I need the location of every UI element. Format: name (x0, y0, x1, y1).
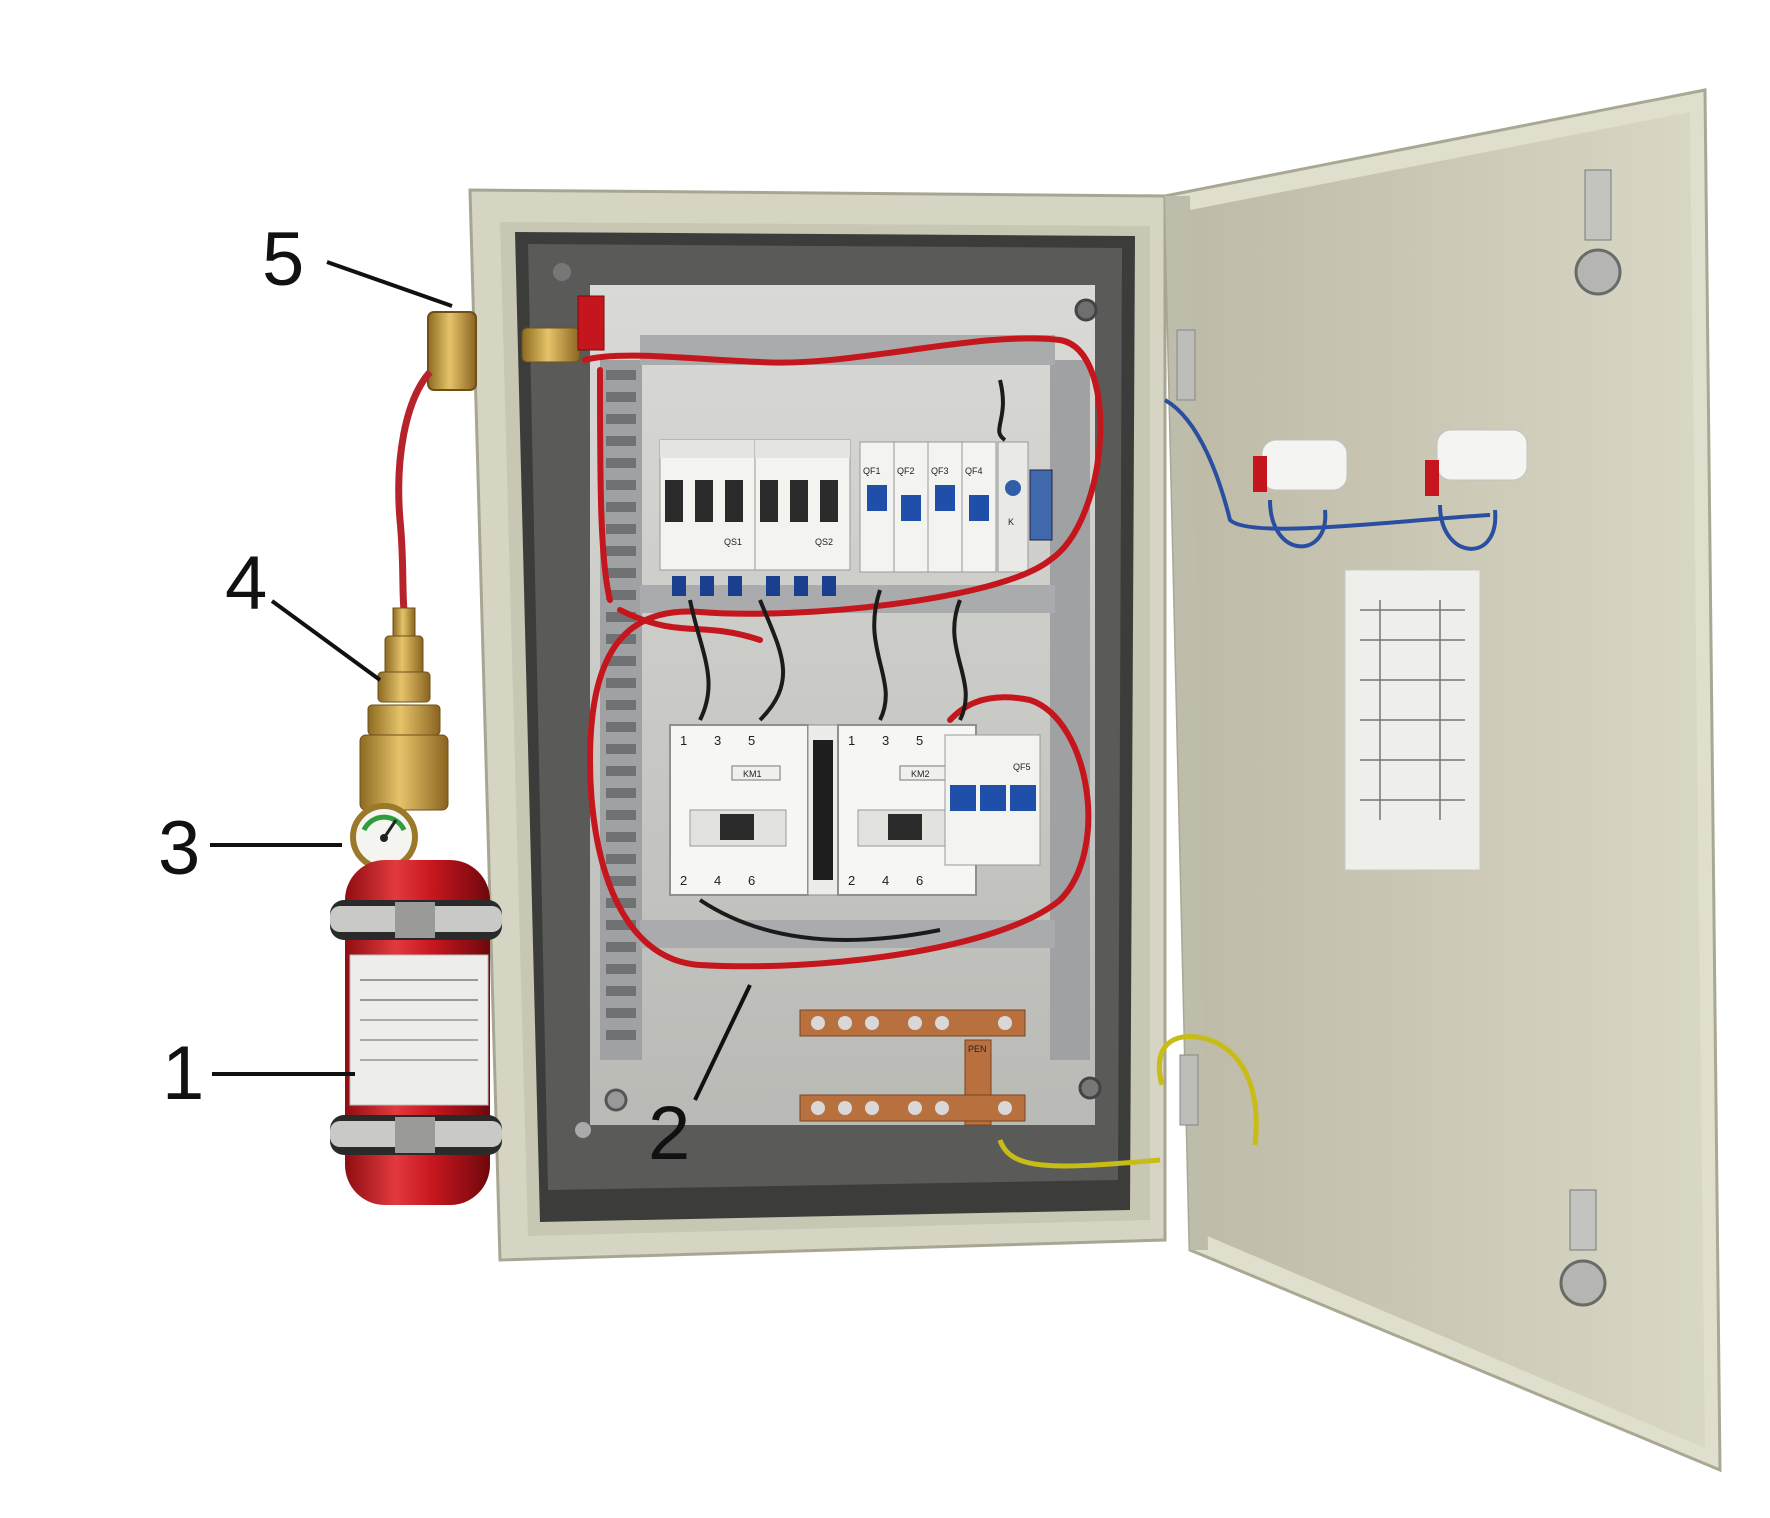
km1-term-top-1: 1 (680, 733, 687, 748)
duct-slot (606, 436, 636, 446)
pressure-gauge (350, 803, 418, 871)
callout-2: 2 (648, 1091, 691, 1176)
qf3-label: QF3 (931, 466, 949, 476)
valve (359, 607, 449, 811)
km2-term-top-1: 1 (848, 733, 855, 748)
duct-slot (606, 414, 636, 424)
duct-slot (606, 920, 636, 930)
qf5-label: QF5 (1013, 762, 1031, 772)
km1-term-bottom-4: 4 (714, 873, 721, 888)
duct-slot (606, 854, 636, 864)
leader-line-5 (326, 260, 453, 308)
qf4-label: QF4 (965, 466, 983, 476)
km1-label: KM1 (743, 769, 762, 779)
duct-slot (606, 810, 636, 820)
mounting-plate (553, 263, 1102, 1138)
door-latch-bottom (1559, 1189, 1607, 1307)
duct-slot (606, 788, 636, 798)
cylinder-clamp-bottom (330, 1115, 502, 1155)
km1-term-bottom-6: 6 (748, 873, 755, 888)
terminal-block-blue (1029, 469, 1053, 541)
breaker-qf1: QF1 (859, 441, 895, 573)
busbar-top (799, 1009, 1026, 1037)
pen-label: PEN (968, 1044, 987, 1054)
duct-slot (606, 524, 636, 534)
duct-slot (606, 678, 636, 688)
km2-term-top-5: 5 (916, 733, 923, 748)
duct-slot (606, 590, 636, 600)
km1-term-top-3: 3 (714, 733, 721, 748)
duct-slot (606, 986, 636, 996)
km1-term-top-5: 5 (748, 733, 755, 748)
callout-4: 4 (225, 541, 268, 626)
callout-3: 3 (158, 806, 201, 891)
door-hinge-top (1176, 329, 1196, 401)
duct-slot (606, 480, 636, 490)
km2-term-bottom-6: 6 (916, 873, 923, 888)
callout-1: 1 (162, 1031, 205, 1116)
km2-term-bottom-2: 2 (848, 873, 855, 888)
duct-slot (606, 458, 636, 468)
duct-slot (606, 546, 636, 556)
ground-wire (997, 1034, 1259, 1169)
duct-slot (606, 612, 636, 622)
cable-duct-left (600, 360, 642, 1060)
black-wiring (688, 379, 1007, 942)
duct-slot (606, 568, 636, 578)
duct-slot (606, 502, 636, 512)
door-hinge-bottom (1179, 1054, 1199, 1126)
breaker-qf3: QF3 (927, 441, 963, 573)
contactor-km1: 1 3 5 KM1 2 4 6 (669, 724, 809, 896)
qf1-label: QF1 (863, 466, 881, 476)
callout-5: 5 (262, 217, 305, 302)
duct-slot (606, 832, 636, 842)
red-wiring (582, 335, 1104, 970)
duct-slot (606, 1008, 636, 1018)
qs2-label: QS2 (815, 537, 833, 547)
leader-line-4 (270, 599, 382, 682)
duct-slot (606, 964, 636, 974)
km2-term-bottom-4: 4 (882, 873, 889, 888)
duct-slot (606, 370, 636, 380)
breaker-qf5: QF5 (944, 734, 1041, 866)
relay-k: K (997, 441, 1029, 573)
door-latch-top (1574, 169, 1622, 296)
duct-slot (606, 942, 636, 952)
door-wiring (1163, 398, 1498, 551)
duct-slot (606, 898, 636, 908)
duct-slot (606, 1030, 636, 1040)
contactor-interlock (807, 724, 839, 896)
breaker-qs2: QS2 (754, 439, 851, 571)
km1-term-bottom-2: 2 (680, 873, 687, 888)
cable-duct-right (1050, 360, 1090, 1060)
busbar-bottom (799, 1094, 1026, 1122)
duct-slot (606, 656, 636, 666)
hose (395, 369, 433, 611)
duct-slot (606, 722, 636, 732)
duct-slot (606, 392, 636, 402)
nozzle (427, 295, 605, 391)
qf2-label: QF2 (897, 466, 915, 476)
door-schematic-sheet (1344, 569, 1481, 871)
breaker-qf4: QF4 (961, 441, 997, 573)
leader-line-2 (693, 984, 752, 1101)
duct-slot (606, 876, 636, 886)
qs1-label: QS1 (724, 537, 742, 547)
cylinder-clamp-top (330, 900, 502, 940)
duct-slot (606, 744, 636, 754)
blue-terminal-row (672, 576, 836, 596)
leader-lines (210, 260, 752, 1101)
duct-slot (606, 700, 636, 710)
duct-slot (606, 766, 636, 776)
k-label: K (1008, 517, 1014, 527)
km2-term-top-3: 3 (882, 733, 889, 748)
door-indicator-lamps (1253, 429, 1528, 496)
breaker-qs1: QS1 (659, 439, 756, 571)
breaker-qf2: QF2 (893, 441, 929, 573)
km2-label: KM2 (911, 769, 930, 779)
